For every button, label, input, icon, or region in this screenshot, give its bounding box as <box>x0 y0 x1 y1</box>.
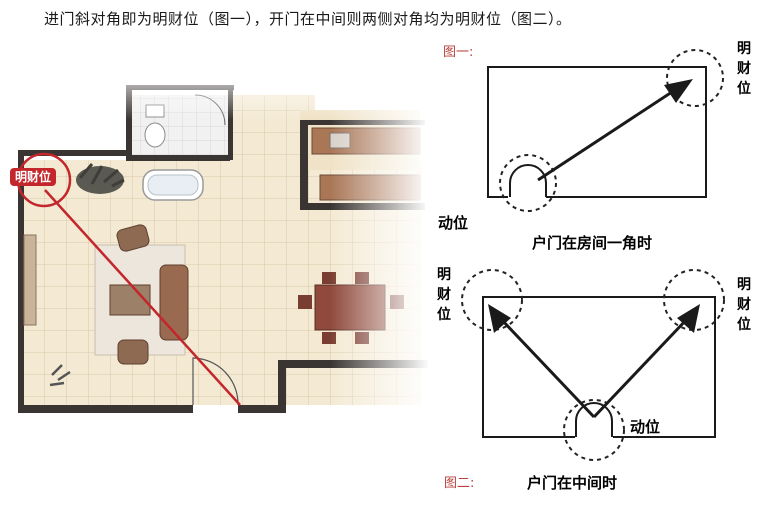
figure-1-door-label: 动位 <box>438 214 468 232</box>
figure-2-door <box>575 402 613 437</box>
figure-1-arrow-head <box>664 79 693 103</box>
figure-1-wealth-char-2: 财 <box>736 60 751 77</box>
figure-2-arrow-line-left <box>498 316 596 419</box>
fade-right <box>330 90 430 420</box>
figure-2-door-gap <box>575 432 613 442</box>
fade-top <box>120 60 440 120</box>
figure-2-left-wealth-char-1: 明 <box>437 267 451 283</box>
floor-plant <box>49 364 71 387</box>
figure-1-wealth-char-1: 明 <box>737 41 751 57</box>
wealth-position-badge: 明财位 <box>15 169 51 184</box>
sofa-set <box>94 224 189 365</box>
figure-2-wealth-circle-left <box>461 269 523 331</box>
figure-2-door-label: 动位 <box>630 418 660 436</box>
figure-2-left-wealth-char-2: 财 <box>436 286 451 303</box>
figure-2-arrow-head-right <box>677 304 700 333</box>
figure-2-left-wealth-char-3: 位 <box>437 306 451 323</box>
plant <box>76 163 125 194</box>
wealth-diagonal-line <box>44 189 241 406</box>
wealth-position-badge-bg <box>10 168 56 186</box>
figure-1-door <box>509 164 547 197</box>
page-caption: 进门斜对角即为明财位（图一），开门在中间则两侧对角均为明财位（图二）。 <box>44 10 572 28</box>
figure-1-label: 图一: <box>443 45 473 60</box>
side-cabinet <box>23 234 37 326</box>
figure-2: 明 财 位 明 财 位 动位 图二: 户门在中间时 <box>436 267 751 492</box>
figure-1-wealth-circle <box>666 49 724 107</box>
figure-1-room <box>487 66 707 198</box>
figure-1: 图一: 明 财 位 动位 户门在房间一角时 <box>438 41 751 252</box>
figure-1-wealth-char-3: 位 <box>737 80 751 97</box>
figure-2-right-wealth-char-1: 明 <box>737 277 751 293</box>
figure-2-label: 图二: <box>444 476 474 491</box>
figure-2-right-wealth-char-3: 位 <box>737 316 751 333</box>
figure-1-door-circle <box>499 154 557 212</box>
figure-2-wealth-circle-right <box>663 269 725 331</box>
figure-2-right-wealth-char-2: 财 <box>736 296 751 313</box>
figure-1-door-gap <box>508 190 546 200</box>
figure-2-door-circle <box>563 399 625 461</box>
figure-2-caption: 户门在中间时 <box>527 474 617 492</box>
figure-1-arrow-line <box>537 86 679 182</box>
figure-2-arrow-head-left <box>488 304 511 333</box>
figure-2-arrow-line-right <box>592 316 690 419</box>
figure-1-caption: 户门在房间一角时 <box>532 234 652 252</box>
